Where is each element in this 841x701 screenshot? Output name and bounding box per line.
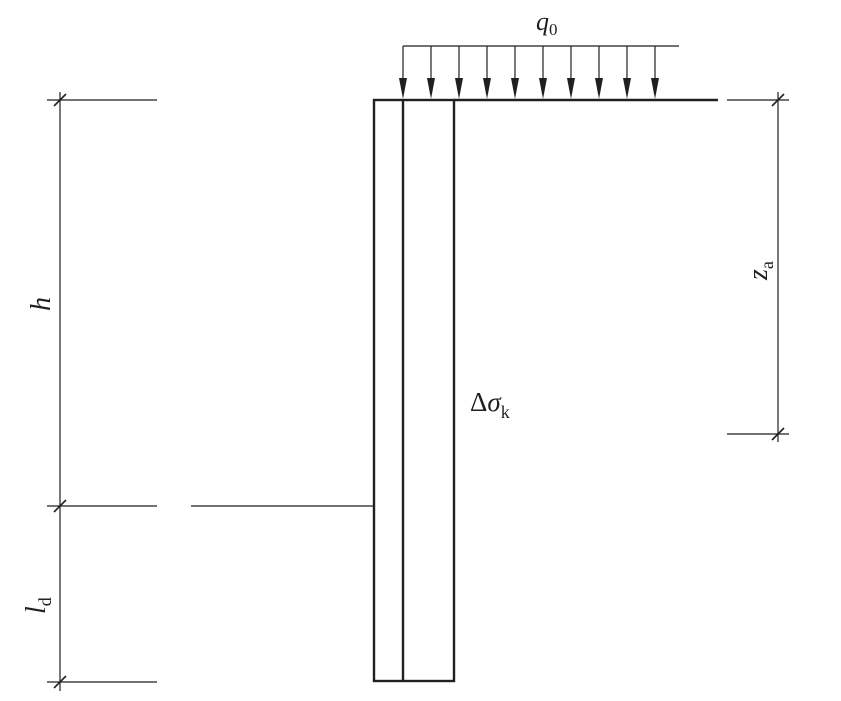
embed-label-group: ld [21,597,55,614]
load-arrow-head [595,78,603,99]
load-arrow-head [651,78,659,99]
load-arrow-head [567,78,575,99]
load-arrow-head [399,78,407,99]
load-arrows [399,46,659,99]
load-arrow-head [427,78,435,99]
height-label: h [26,297,57,311]
load-arrow-head [539,78,547,99]
load-arrow-head [483,78,491,99]
right-dimension [727,92,789,442]
left-tick-top [53,93,67,107]
left-tick-bottom [53,675,67,689]
za-label: za [743,261,777,281]
left-tick-mid [53,499,67,513]
embed-depth-label: ld [21,597,55,614]
wall-outline [372,98,456,683]
load-arrow-head [455,78,463,99]
load-arrow-head [623,78,631,99]
left-dimension [47,92,157,691]
stress-label: Δσk [470,387,510,422]
surcharge-load [399,45,679,99]
wall-body [372,98,456,683]
height-label-group: h [26,297,57,311]
right-tick-top [771,93,785,107]
za-label-group: za [743,261,777,281]
load-arrow-head [511,78,519,99]
load-label: q0 [536,7,558,39]
right-tick-bottom [771,427,785,441]
